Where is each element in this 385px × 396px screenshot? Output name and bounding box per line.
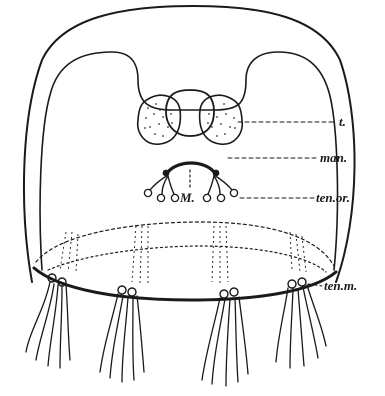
label-ten-m: ten.m. <box>324 278 357 293</box>
subumbrella-outline <box>40 52 337 270</box>
bell-margin <box>34 268 336 300</box>
radial-canals <box>60 226 306 284</box>
label-ten-or: ten.or. <box>316 190 350 205</box>
gonad-right <box>200 95 243 144</box>
mouth-arc <box>168 163 214 172</box>
marginal-tentacle-2 <box>100 286 144 382</box>
oral-tentacles-right <box>203 175 237 202</box>
label-M: M. <box>179 190 195 205</box>
label-t: t. <box>339 114 346 129</box>
umbrella-outline <box>24 6 355 282</box>
oral-tentacles-left <box>144 175 178 202</box>
gonad-left <box>138 95 181 144</box>
velum-lower <box>48 246 326 272</box>
marginal-tentacle-1 <box>26 274 70 368</box>
manubrium <box>166 90 214 136</box>
label-man: man. <box>320 150 347 165</box>
marginal-tentacle-3 <box>202 288 248 386</box>
